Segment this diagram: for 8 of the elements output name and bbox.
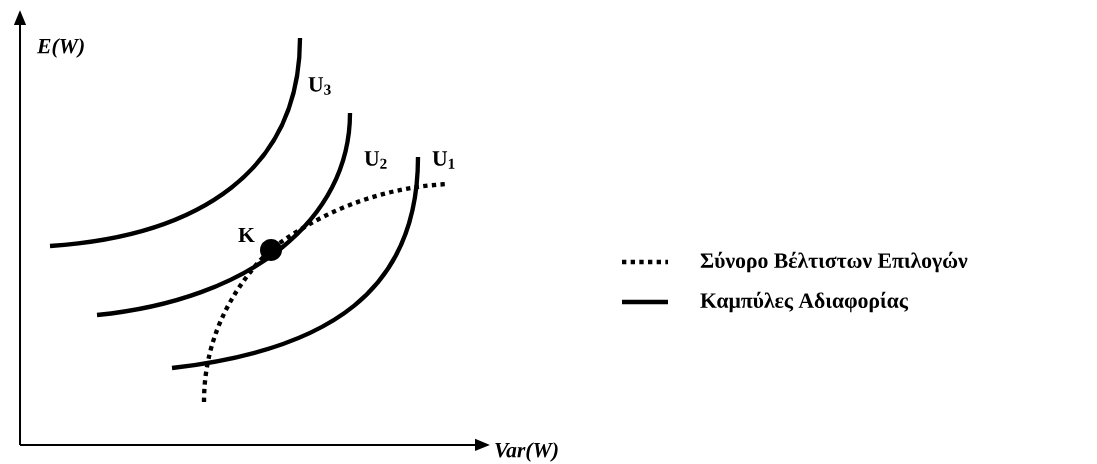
point-label: K	[238, 227, 255, 243]
legend-text: Καμπύλες Αδιαφορίας	[700, 291, 909, 313]
curve-label: U$_{3}$	[308, 77, 331, 95]
curve-label: U$_{2}$	[364, 151, 387, 169]
legend-text: Σύνορο Βέλτιστων Επιλογών	[700, 251, 968, 273]
axis-label: E(W)	[36, 38, 84, 58]
axis-label: Var(W)	[495, 442, 558, 462]
curve-label: U$_{1}$	[432, 151, 455, 169]
